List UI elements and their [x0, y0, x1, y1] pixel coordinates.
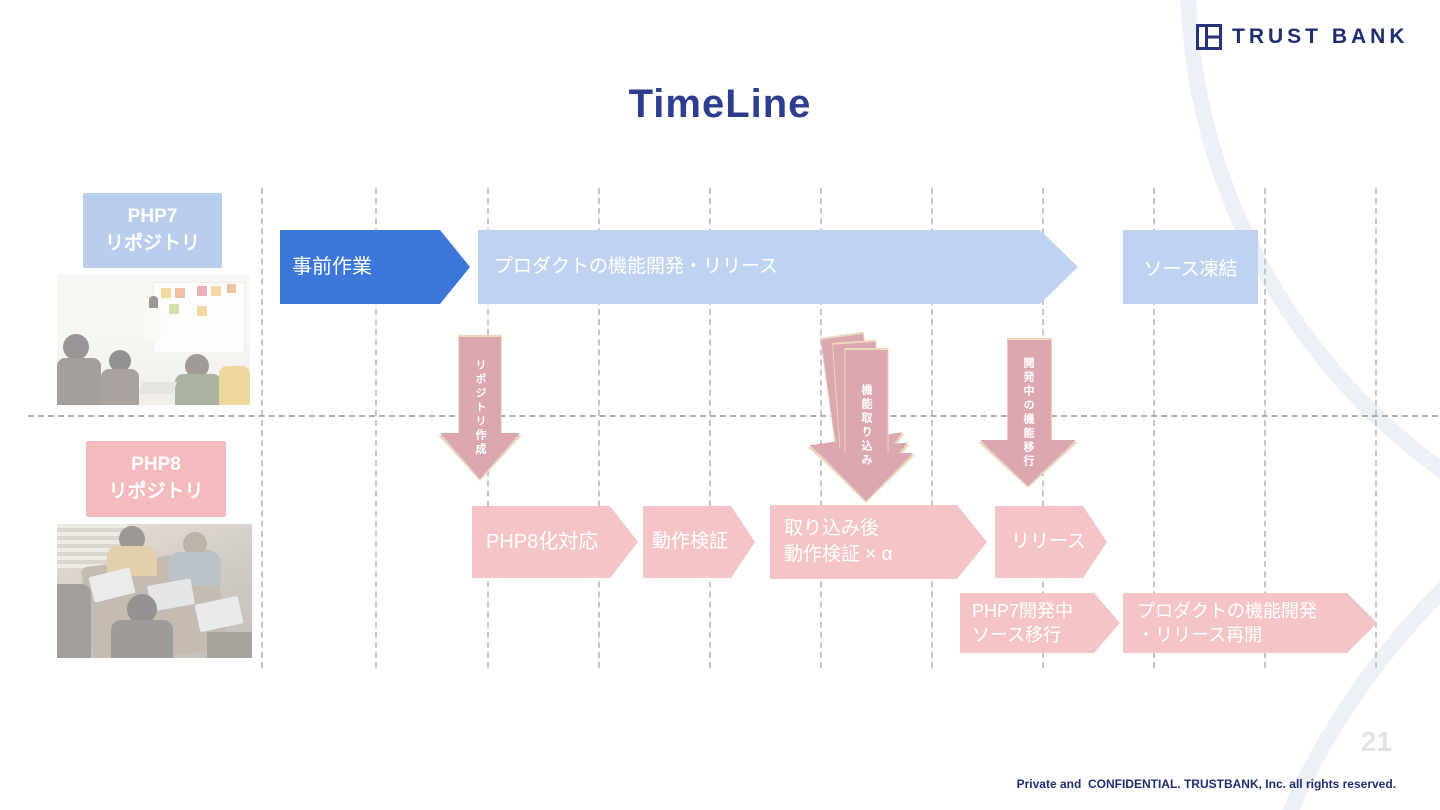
verification-label: 動作検証: [652, 531, 729, 553]
php8-repo-label: PHP8 リポジトリ: [86, 441, 226, 517]
php7-migration-label-line1: PHP7開発中: [972, 600, 1074, 621]
release-label: リリース: [1011, 531, 1087, 553]
resume-label-line1: プロダクトの機能開発: [1137, 600, 1317, 621]
php8-repo-label-line2: リポジトリ: [108, 481, 204, 502]
in-dev-migration-label: 開発中の機能移行: [1022, 357, 1034, 469]
grid-vline: [709, 188, 711, 668]
php7-photo: [57, 274, 250, 405]
php7-source-migration-arrow: PHP7開発中 ソース移行: [960, 593, 1120, 653]
php8-photo: [57, 524, 252, 658]
photo-shape: [57, 584, 91, 658]
photo-shape: [161, 288, 171, 298]
trust-bank-logo-text: TRUST BANK: [1232, 25, 1409, 48]
repo-creation-down-arrow: リポジトリ作成: [438, 335, 522, 481]
grid-vline: [1375, 188, 1377, 668]
post-import-label-line1: 取り込み後: [784, 518, 880, 540]
in-dev-migration-down-arrow: 開発中の機能移行: [978, 338, 1078, 488]
pre-work-arrow-label: 事前作業: [292, 255, 372, 278]
grid-vline: [1153, 188, 1155, 668]
photo-shape: [197, 306, 207, 316]
photo-shape: [63, 334, 89, 360]
photo-shape: [109, 350, 131, 372]
grid-hline: [28, 415, 1438, 417]
pre-work-arrow: 事前作業: [280, 230, 470, 304]
php8-support-arrow: PHP8化対応: [472, 506, 638, 578]
resume-label-line2: ・リリース再開: [1137, 625, 1263, 645]
photo-shape: [175, 374, 221, 405]
grid-vline: [375, 188, 377, 668]
photo-shape: [101, 369, 139, 405]
grid-vline: [261, 188, 263, 668]
feature-import-down-arrow: 機能取り込み: [817, 348, 915, 503]
photo-shape: [219, 366, 250, 405]
page-title: TimeLine: [628, 82, 812, 126]
photo-shape: [57, 358, 101, 405]
php8-repo-label-line1: PHP8: [131, 454, 181, 476]
post-import-label-line2: 動作検証 × α: [784, 544, 893, 565]
source-freeze-label: ソース凍結: [1143, 258, 1238, 280]
footer-copyright: Private and CONFIDENTIAL. TRUSTBANK, Inc…: [1016, 777, 1396, 791]
photo-shape: [111, 620, 173, 658]
photo-shape: [169, 304, 179, 314]
post-import-verification-arrow: 取り込み後 動作検証 × α: [770, 505, 987, 579]
grid-vline: [931, 188, 933, 668]
photo-shape: [227, 284, 236, 293]
grid-vline: [1264, 188, 1266, 668]
photo-shape: [207, 632, 252, 658]
page-number: 21: [1360, 726, 1392, 757]
repo-creation-label: リポジトリ作成: [474, 359, 486, 457]
photo-shape: [127, 594, 157, 624]
release-arrow: リリース: [995, 506, 1107, 578]
grid-vline: [598, 188, 600, 668]
product-dev-arrow-label: プロダクトの機能開発・リリース: [494, 256, 779, 278]
php7-repo-label: PHP7 リポジトリ: [83, 193, 222, 268]
feature-import-label: 機能取り込み: [860, 383, 872, 468]
php8-support-label: PHP8化対応: [486, 530, 599, 553]
grid-vline: [820, 188, 822, 668]
verification-arrow: 動作検証: [643, 506, 755, 578]
php7-migration-label-line2: ソース移行: [972, 625, 1062, 645]
down-arrow-text-wrap: リポジトリ作成: [438, 335, 522, 481]
trust-bank-logo: TRUST BANK: [1196, 24, 1409, 50]
photo-shape: [211, 286, 221, 296]
photo-shape: [139, 382, 177, 394]
source-freeze-box: ソース凍結: [1123, 230, 1258, 304]
down-arrow-text-wrap: 開発中の機能移行: [978, 338, 1078, 488]
trust-bank-logo-icon: [1196, 24, 1222, 50]
php7-repo-label-line2: リポジトリ: [104, 232, 200, 254]
php7-repo-label-line1: PHP7: [127, 205, 178, 227]
down-arrow-text-wrap: 機能取り込み: [817, 348, 915, 503]
photo-shape: [197, 286, 207, 296]
photo-shape: [149, 296, 158, 310]
product-dev-arrow: プロダクトの機能開発・リリース: [478, 230, 1078, 304]
photo-shape: [175, 288, 185, 298]
product-dev-resume-arrow: プロダクトの機能開発 ・リリース再開: [1123, 593, 1377, 653]
photo-shape: [145, 308, 161, 342]
